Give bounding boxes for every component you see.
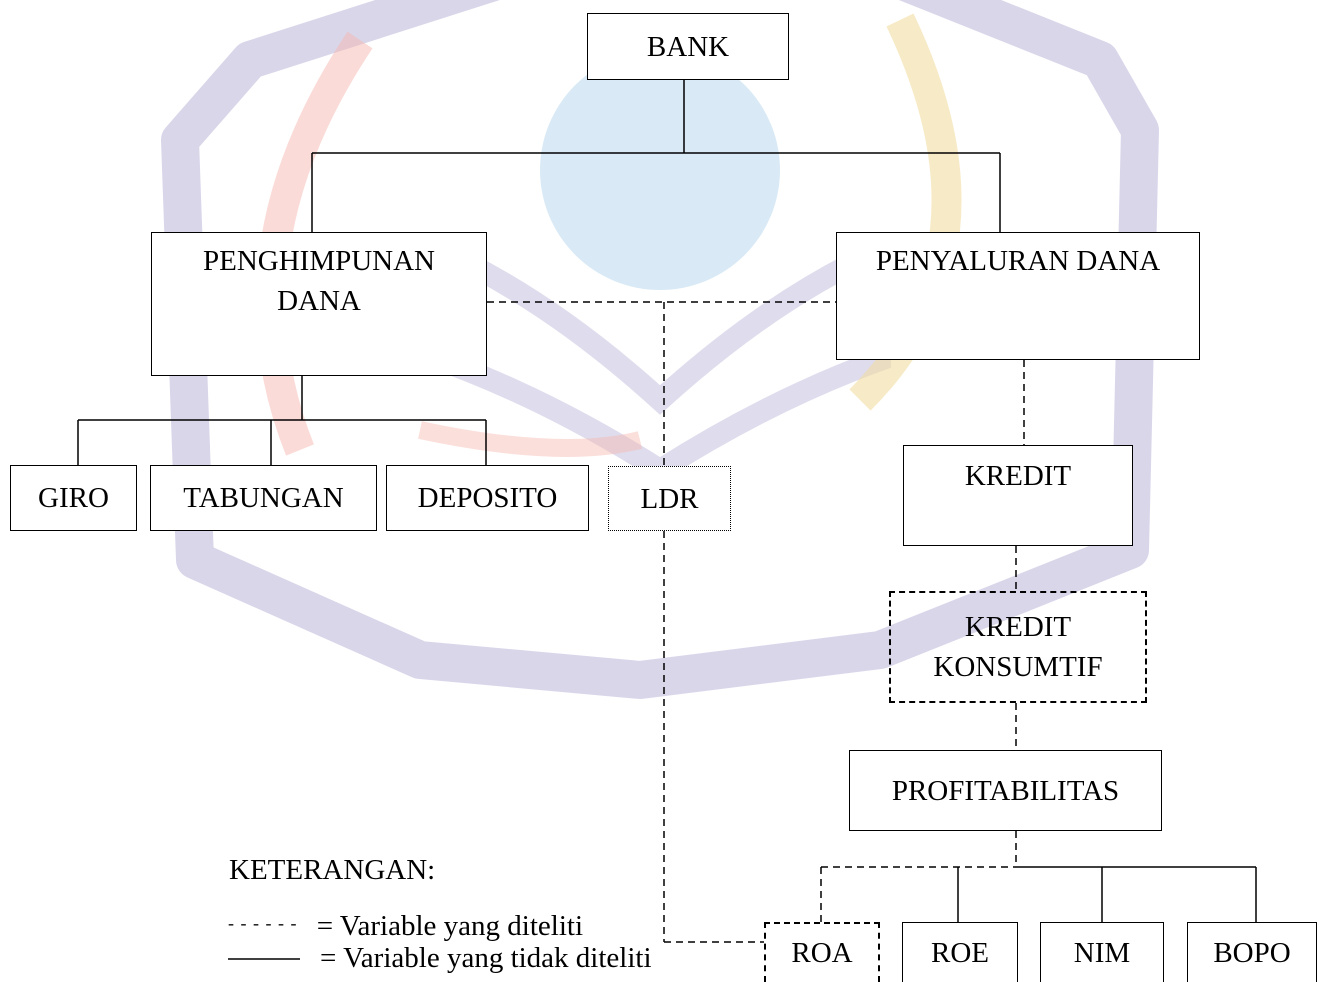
node-profitabilitas: PROFITABILITAS [849,750,1162,831]
node-bopo: BOPO [1187,922,1317,982]
node-giro-label: GIRO [38,482,109,514]
node-roa-label: ROA [791,937,853,969]
node-penyaluran-label: PENYALURAN DANA [875,245,1161,277]
torch-shape [418,421,643,457]
globe-shape [540,50,780,290]
node-bank-label: BANK [646,30,730,63]
node-tabungan: TABUNGAN [150,465,377,531]
node-nim-label: NIM [1073,936,1131,969]
legend-solid-row: = Variable yang tidak diteliti [320,942,652,975]
legend-title: KETERANGAN: [229,854,436,886]
node-kredit-konsumtif-line1: KREDIT [964,611,1072,643]
legend-dashed-symbol: - - - - - - [228,913,298,933]
node-penghimpunan-dana: PENGHIMPUNAN DANA [151,232,487,376]
node-ldr-label: LDR [640,482,699,515]
node-bopo-label: BOPO [1213,936,1291,969]
node-profitabilitas-label: PROFITABILITAS [891,774,1120,807]
node-roe: ROE [902,922,1018,982]
legend-dashed-row: - - - - - - = Variable yang diteliti [228,910,583,943]
node-kredit-konsumtif-line2: KONSUMTIF [933,651,1103,683]
node-roa: ROA [764,922,880,982]
node-penghimpunan-line1: PENGHIMPUNAN [202,245,435,277]
legend-solid-text: = Variable yang tidak diteliti [320,942,652,974]
node-penghimpunan-line2: DANA [277,285,361,317]
node-deposito: DEPOSITO [386,465,589,531]
node-kredit: KREDIT [903,445,1133,546]
node-giro: GIRO [10,465,137,531]
node-roe-label: ROE [931,936,989,969]
node-deposito-label: DEPOSITO [417,482,558,514]
node-penyaluran-dana: PENYALURAN DANA [836,232,1200,360]
node-kredit-konsumtif: KREDIT KONSUMTIF [889,591,1147,703]
node-tabungan-label: TABUNGAN [183,482,344,514]
node-bank: BANK [587,13,789,80]
node-kredit-label: KREDIT [964,460,1072,492]
node-nim: NIM [1040,922,1164,982]
node-ldr: LDR [608,466,731,531]
legend-dashed-text: = Variable yang diteliti [316,910,584,942]
